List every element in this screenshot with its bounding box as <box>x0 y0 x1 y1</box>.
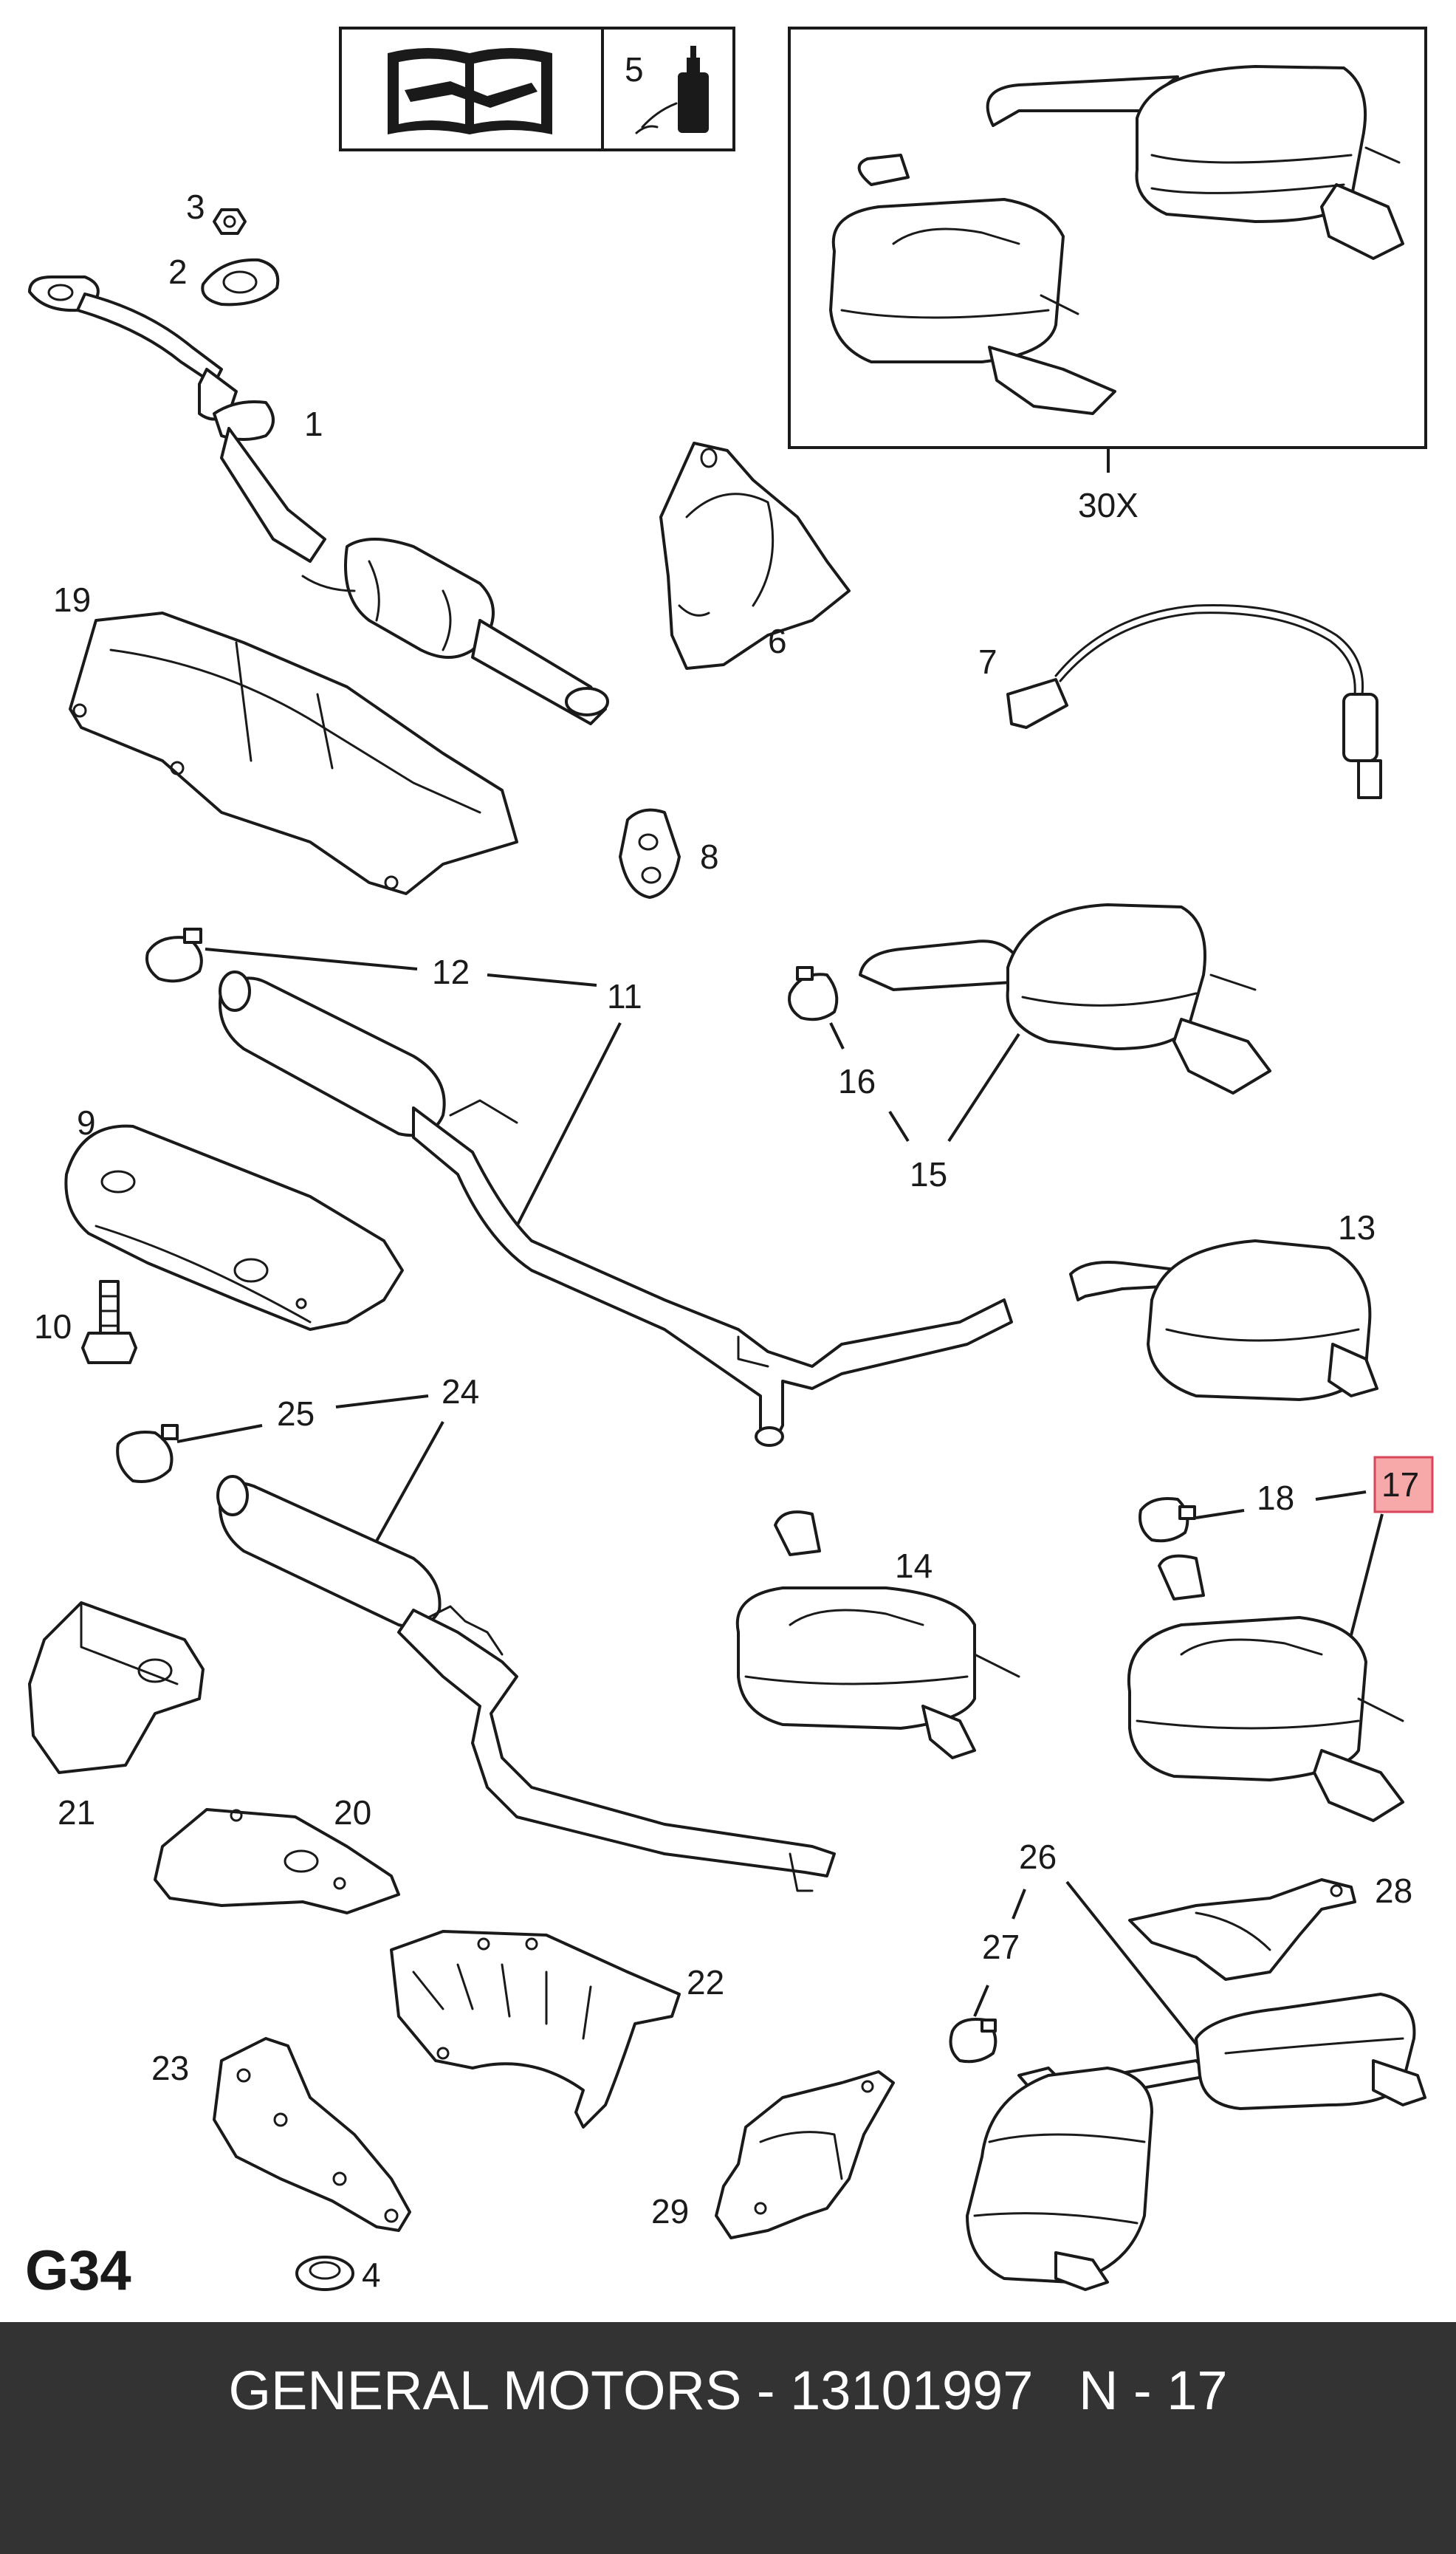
callout-26: 26 <box>1019 1838 1057 1876</box>
callout-14: 14 <box>895 1547 933 1585</box>
callout-12: 12 <box>432 953 470 991</box>
callout-4: 4 <box>362 2256 381 2294</box>
part-24-centre-pipe-silencer <box>216 1475 836 1892</box>
highlight-box-17 <box>1373 1456 1434 1513</box>
callout-6: 6 <box>768 622 787 660</box>
part-15-rear-silencer <box>859 903 1271 1095</box>
part-20-heat-shield <box>154 1808 400 1914</box>
part-28-heat-shield <box>1128 1878 1356 1981</box>
part-19-heat-shield <box>69 612 518 895</box>
part-6-heat-shield <box>659 442 851 670</box>
callout-25: 25 <box>277 1394 315 1433</box>
part-3-nut <box>213 208 247 235</box>
callout-13: 13 <box>1338 1208 1376 1247</box>
part-9-heat-shield <box>64 1124 404 1331</box>
footer-bar: GENERAL MOTORS - 13101997 N - 17 <box>0 2322 1456 2554</box>
callout-5: 5 <box>625 50 644 89</box>
page-code: G34 <box>25 2239 131 2302</box>
part-21-heat-shield <box>28 1601 205 1774</box>
callout-22: 22 <box>687 1963 724 2002</box>
part-11-centre-pipe-silencer <box>219 970 1013 1447</box>
part-10-bolt <box>81 1280 137 1364</box>
part-13-rear-silencer <box>1069 1239 1378 1401</box>
part-2-gasket <box>201 258 280 307</box>
callout-15: 15 <box>910 1155 947 1194</box>
part-25-clamp <box>116 1424 179 1483</box>
part-17-rear-silencer <box>1127 1554 1404 1822</box>
part-30x-rear-silencer-kit: 30X <box>788 27 1427 524</box>
callout-17: 17 <box>1381 1465 1419 1504</box>
callout-9: 9 <box>77 1103 96 1142</box>
callout-29: 29 <box>651 2192 689 2231</box>
callout-3: 3 <box>186 188 205 226</box>
part-12-clamp <box>145 928 203 983</box>
callout-11: 11 <box>607 977 642 1016</box>
info-box: 5 <box>339 27 735 151</box>
exhaust-system-diagram: 5 30X 3 2 <box>25 27 1434 2302</box>
callout-16: 16 <box>838 1062 876 1100</box>
part-4-nut <box>295 2256 354 2291</box>
part-18-clamp <box>1139 1497 1196 1543</box>
callout-30x: 30X <box>1078 486 1139 524</box>
callout-1: 1 <box>304 405 323 443</box>
part-8-rubber-mount <box>619 808 681 899</box>
callout-7: 7 <box>978 643 997 681</box>
part-27-clamp <box>949 2018 997 2064</box>
callout-2: 2 <box>168 253 188 291</box>
callout-23: 23 <box>151 2049 189 2087</box>
part-26-rear-silencer-assembly <box>966 1993 1426 2291</box>
part-29-heat-shield <box>715 2070 895 2239</box>
repair-manual-icon <box>388 48 552 134</box>
callout-10: 10 <box>34 1307 72 1346</box>
callout-20: 20 <box>334 1793 371 1832</box>
sealant-bottle-icon <box>635 46 709 134</box>
callout-27: 27 <box>982 1928 1020 1966</box>
part-22-heat-shield <box>390 1930 681 2129</box>
part-1-front-pipe-catalytic-converter <box>28 275 609 725</box>
callout-21: 21 <box>58 1793 95 1832</box>
part-16-clamp <box>788 966 839 1021</box>
part-23-bracket <box>213 2037 411 2232</box>
callout-24: 24 <box>442 1372 479 1411</box>
part-14-rear-silencer <box>735 1510 1020 1759</box>
part-7-oxygen-sensor <box>1006 604 1382 799</box>
callout-8: 8 <box>700 838 719 876</box>
callout-19: 19 <box>53 581 91 619</box>
callout-28: 28 <box>1375 1872 1412 1910</box>
callout-18: 18 <box>1257 1479 1294 1517</box>
part-number-caption: GENERAL MOTORS - 13101997 N - 17 <box>228 2360 1228 2421</box>
